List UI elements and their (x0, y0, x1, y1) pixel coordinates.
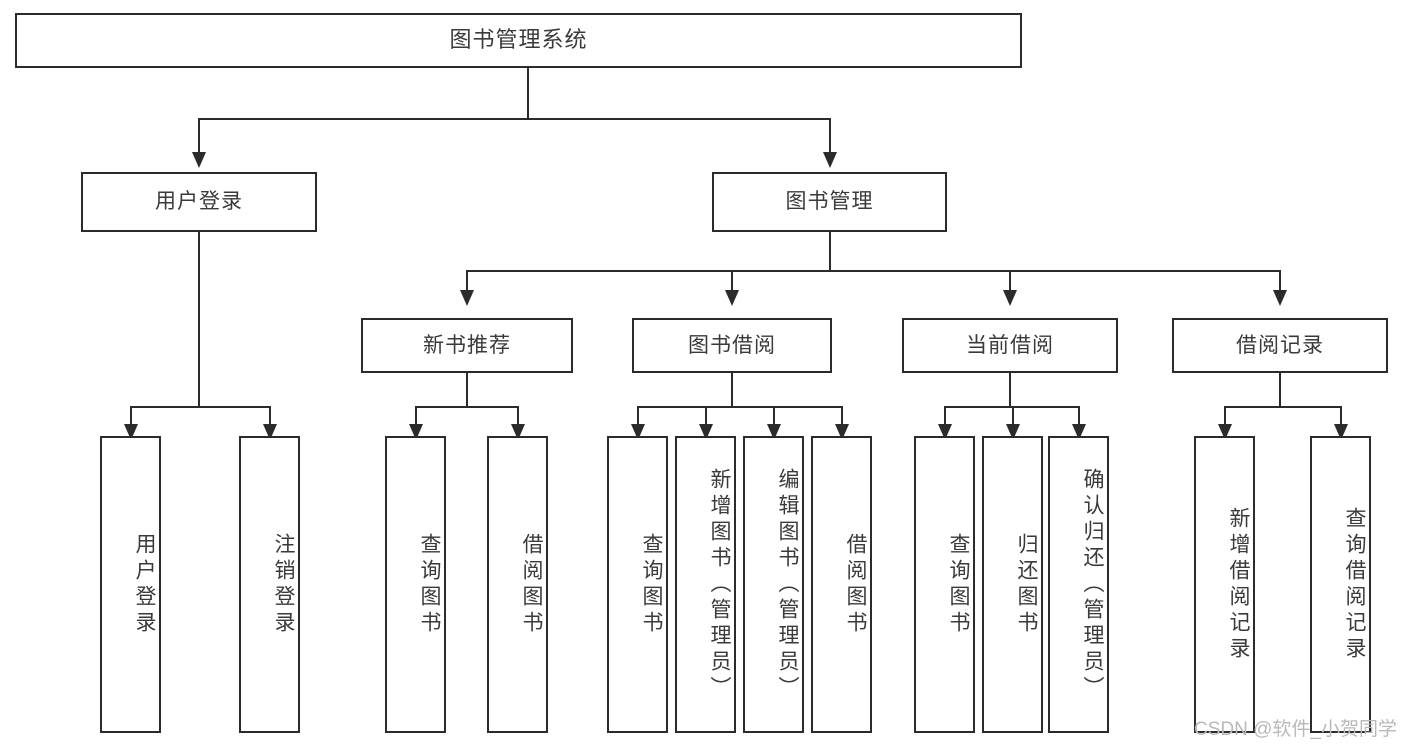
arrow-to-new-book-recommend (460, 290, 474, 306)
node-book-borrow[interactable]: 图书借阅 (632, 318, 832, 373)
node-borrow-record[interactable]: 借阅记录 (1172, 318, 1388, 373)
node-label: 借阅图书 (520, 532, 543, 637)
connector-user-login-drop-1 (130, 406, 132, 430)
node-label: 当前借阅 (966, 333, 1054, 357)
connector-root-stem (527, 68, 529, 118)
node-current-borrow[interactable]: 当前借阅 (902, 318, 1118, 373)
node-label: 图书管理 (785, 190, 874, 214)
connector-current-stem (1009, 373, 1011, 408)
connector-recommend-bus (415, 406, 519, 408)
connector-user-login-stem (198, 232, 200, 408)
connector-record-drop-1 (1224, 406, 1226, 430)
node-label: 查询图书 (640, 532, 663, 637)
connector-current-drop-3 (1078, 406, 1080, 430)
leaf-borrow-add-book-admin[interactable]: 新增图书（管理员） (675, 436, 736, 733)
leaf-recommend-borrow-book[interactable]: 借阅图书 (487, 436, 548, 733)
leaf-record-add-record[interactable]: 新增借阅记录 (1194, 436, 1255, 733)
node-label: 归还图书 (1015, 532, 1038, 637)
connector-level3-drop-4 (1279, 270, 1281, 292)
node-label: 用户登录 (155, 190, 243, 214)
connector-record-stem (1279, 373, 1281, 408)
node-label: 查询图书 (418, 532, 441, 637)
node-label: 查询图书 (947, 532, 970, 637)
node-label: 查询借阅记录 (1343, 506, 1366, 663)
node-label: 新增图书（管理员） (708, 467, 731, 702)
arrow-to-book-manage (823, 152, 837, 168)
connector-borrow-drop-4 (841, 406, 843, 430)
leaf-borrow-edit-book-admin[interactable]: 编辑图书（管理员） (743, 436, 804, 733)
node-new-book-recommend[interactable]: 新书推荐 (361, 318, 573, 373)
node-label: 借阅图书 (844, 532, 867, 637)
connector-user-login-bus (130, 406, 270, 408)
connector-level3-drop-3 (1009, 270, 1011, 292)
node-label: 编辑图书（管理员） (776, 467, 799, 702)
node-book-manage[interactable]: 图书管理 (712, 172, 947, 232)
connector-recommend-stem (466, 373, 468, 408)
leaf-borrow-borrow-book[interactable]: 借阅图书 (811, 436, 872, 733)
arrow-to-current-borrow (1003, 290, 1017, 306)
connector-current-bus (944, 406, 1079, 408)
leaf-recommend-query-book[interactable]: 查询图书 (385, 436, 446, 733)
connector-borrow-drop-1 (637, 406, 639, 430)
node-label: 用户登录 (133, 532, 156, 637)
connector-level3-drop-1 (466, 270, 468, 292)
arrow-to-borrow-record (1273, 290, 1287, 306)
connector-record-bus (1224, 406, 1341, 408)
connector-borrow-drop-2 (705, 406, 707, 430)
connector-level3-bus (466, 270, 1280, 272)
connector-book-manage-stem (829, 232, 831, 272)
connector-borrow-stem (731, 373, 733, 408)
node-label: 借阅记录 (1236, 333, 1324, 357)
connector-root-bus (198, 118, 830, 120)
node-label: 新书推荐 (423, 333, 511, 357)
leaf-current-return-book[interactable]: 归还图书 (982, 436, 1043, 733)
connector-borrow-bus (637, 406, 843, 408)
connector-recommend-drop-1 (415, 406, 417, 430)
node-root-system[interactable]: 图书管理系统 (15, 13, 1022, 68)
node-label: 确认归还（管理员） (1081, 467, 1104, 702)
leaf-record-query-record[interactable]: 查询借阅记录 (1310, 436, 1371, 733)
connector-root-bus-right-drop (829, 118, 831, 152)
node-label: 图书借阅 (688, 333, 776, 357)
connector-level3-drop-2 (731, 270, 733, 292)
node-user-login[interactable]: 用户登录 (81, 172, 317, 232)
connector-recommend-drop-2 (517, 406, 519, 430)
arrow-to-user-login (192, 152, 206, 168)
arrow-to-book-borrow (725, 290, 739, 306)
leaf-current-confirm-return-admin[interactable]: 确认归还（管理员） (1048, 436, 1109, 733)
connector-root-bus-left-drop (198, 118, 200, 152)
connector-user-login-drop-2 (269, 406, 271, 430)
node-label: 新增借阅记录 (1227, 506, 1250, 663)
connector-record-drop-2 (1340, 406, 1342, 430)
node-label: 图书管理系统 (449, 27, 588, 53)
leaf-borrow-query-book[interactable]: 查询图书 (607, 436, 668, 733)
connector-current-drop-1 (944, 406, 946, 430)
leaf-logout[interactable]: 注销登录 (239, 436, 300, 733)
leaf-user-login[interactable]: 用户登录 (100, 436, 161, 733)
node-label: 注销登录 (272, 532, 295, 637)
connector-current-drop-2 (1012, 406, 1014, 430)
leaf-current-query-book[interactable]: 查询图书 (914, 436, 975, 733)
connector-borrow-drop-3 (773, 406, 775, 430)
